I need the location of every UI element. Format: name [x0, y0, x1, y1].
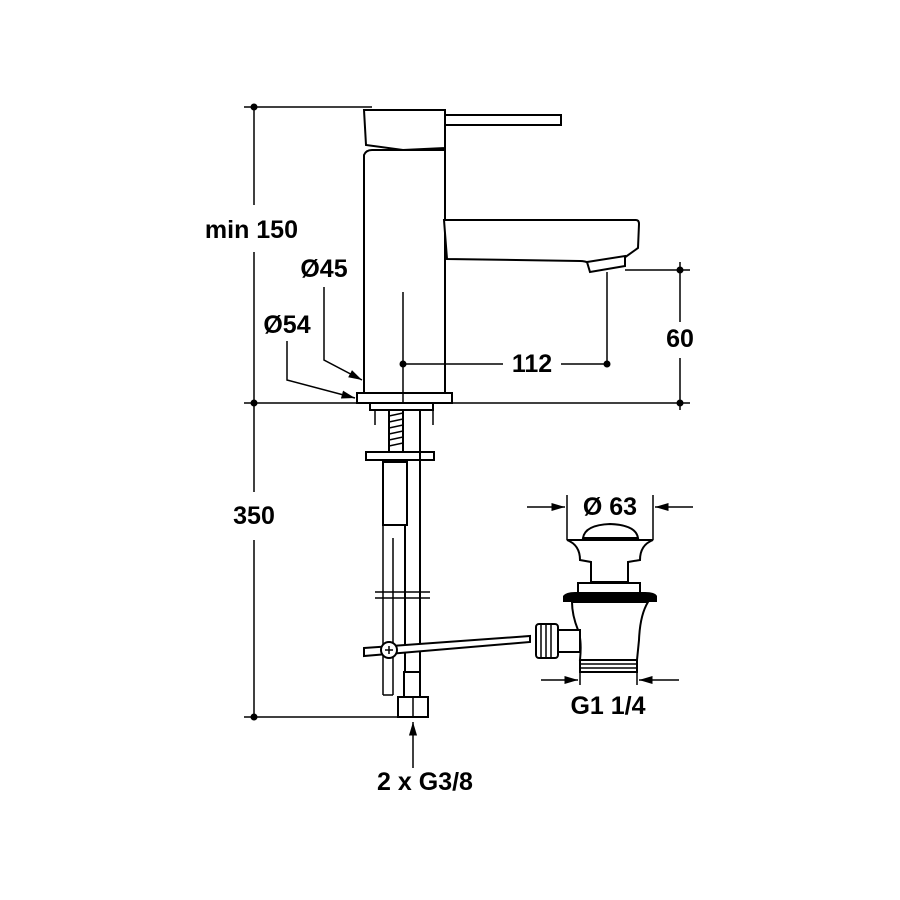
drain-body — [570, 601, 650, 661]
drain-rod — [363, 634, 531, 658]
faucet-base — [356, 392, 453, 404]
supply-connection-callout: 2 x G3/8 — [377, 722, 473, 796]
drain-head — [566, 539, 654, 583]
mounting-assembly — [363, 402, 531, 718]
overall-height-dimension: min 150 350 — [205, 103, 690, 721]
faucet-body — [356, 109, 641, 412]
supply-connections-label: 2 x G3/8 — [377, 768, 473, 796]
body-diameter-label: Ø45 — [300, 255, 347, 283]
fixing-flange — [365, 451, 435, 461]
spout-reach-label: 112 — [512, 350, 552, 378]
rod-nut — [535, 623, 559, 659]
min-height-label: min 150 — [205, 216, 298, 244]
drain-diameter-dimension: Ø 63 — [527, 493, 693, 540]
base-diameter-label: Ø54 — [263, 311, 310, 339]
faucet-column — [363, 149, 446, 394]
drain-thread-dimension: G1 1/4 — [541, 675, 679, 720]
faucet-handle — [362, 109, 446, 152]
hose-fitting — [403, 671, 421, 698]
under-counter-length-label: 350 — [233, 502, 275, 530]
spout-height-label: 60 — [666, 325, 694, 353]
hose-cartridge — [382, 461, 408, 526]
spout-height-dimension: 60 — [625, 262, 694, 410]
drain-waste — [535, 522, 657, 685]
faucet-lever — [444, 114, 562, 126]
aerator — [585, 254, 626, 274]
lower-thread — [579, 659, 638, 673]
faucet-spout — [442, 219, 641, 265]
side-outlet — [557, 629, 581, 653]
spout-reach-dimension: 112 — [399, 272, 611, 378]
drain-cap — [581, 522, 640, 539]
diameter-leaders: Ø45 Ø54 — [263, 255, 363, 399]
drain-thread-label: G1 1/4 — [570, 692, 645, 720]
drain-diameter-label: Ø 63 — [583, 493, 637, 521]
